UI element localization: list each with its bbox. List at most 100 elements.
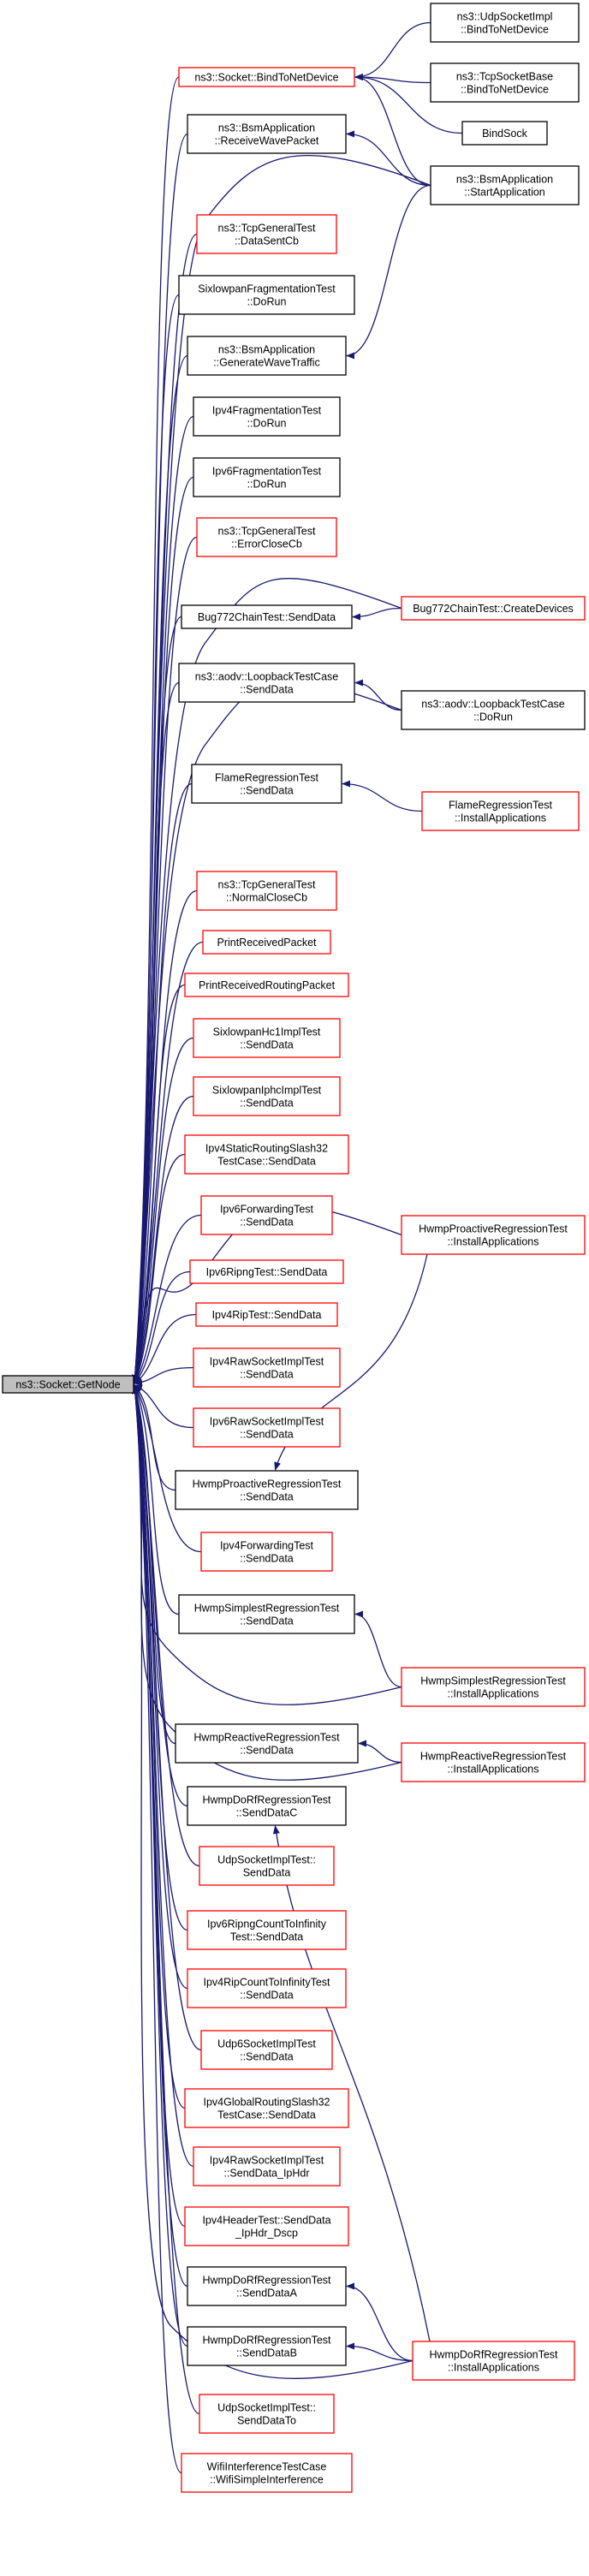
node-label-line: ::InstallApplications — [447, 1764, 538, 1776]
node-label-line: ::DoRun — [247, 418, 287, 430]
node-udp-send-to[interactable]: UdpSocketImplTest::SendDataTo — [199, 2394, 335, 2434]
edge-hwmp_dorf_install-to-hwmp_dorf_c — [272, 1825, 431, 2342]
node-box — [196, 214, 337, 254]
node-bsm-receive[interactable]: ns3::BsmApplication::ReceiveWavePacket — [187, 114, 347, 154]
node-hwmp-simplest-send[interactable]: HwmpSimplestRegressionTest::SendData — [178, 1594, 355, 1634]
node-label-line: ::SendDataB — [236, 2347, 297, 2359]
edge-hwmp_dorf_b-to-root — [131, 1384, 188, 2347]
node-label-line: ::StartApplication — [464, 187, 545, 199]
node-label-line: ::InstallApplications — [448, 2362, 539, 2374]
node-label-line: ns3::TcpSocketBase — [456, 71, 553, 83]
edge-ipv4_rip-to-root — [134, 1313, 197, 1384]
node-box — [184, 2206, 349, 2246]
node-flame-send[interactable]: FlameRegressionTest::SendData — [191, 764, 342, 804]
node-print-routing[interactable]: PrintReceivedRoutingPacket — [184, 973, 349, 997]
edge-bsm_receive-to-root — [131, 133, 188, 1384]
node-box — [401, 690, 586, 730]
node-label-line: ::SendData — [240, 2051, 294, 2063]
node-hwmp-proactive-install[interactable]: HwmpProactiveRegressionTest::InstallAppl… — [401, 1215, 586, 1255]
node-udp-send[interactable]: UdpSocketImplTest::SendData — [199, 1846, 335, 1886]
node-box — [175, 1470, 359, 1510]
node-ipv6-frag[interactable]: Ipv6FragmentationTest::DoRun — [193, 457, 341, 497]
node-ipv4-static-32[interactable]: Ipv4StaticRoutingSlash32TestCase::SendDa… — [184, 1134, 349, 1175]
node-label-line: ns3::BsmApplication — [218, 122, 315, 134]
node-box — [178, 67, 355, 87]
node-hwmp-dorf-c[interactable]: HwmpDoRfRegressionTest::SendDataC — [187, 1786, 347, 1826]
node-bug772-create[interactable]: Bug772ChainTest::CreateDevices — [401, 596, 586, 621]
node-ipv4-header-dscp[interactable]: Ipv4HeaderTest::SendData_IpHdr_Dscp — [184, 2206, 349, 2246]
node-label-line: Ipv4ForwardingTest — [220, 1540, 314, 1552]
node-ipv4-raw-iphdr[interactable]: Ipv4RawSocketImplTest::SendData_IpHdr — [193, 2146, 341, 2186]
edge-hwmp_dorf_install-to-hwmp_dorf_a — [346, 2282, 413, 2362]
node-sixlowpan-iphc[interactable]: SixlowpanIphcImplTest::SendData — [193, 1076, 341, 1116]
node-label-line: ::SendData — [240, 1217, 294, 1229]
node-ipv4-rip-inf[interactable]: Ipv4RipCountToInfinityTest::SendData — [187, 1968, 347, 2008]
node-box — [199, 2394, 335, 2434]
node-label-line: ns3::UdpSocketImpl — [457, 11, 553, 23]
node-hwmp-reactive-install[interactable]: HwmpReactiveRegressionTest::InstallAppli… — [401, 1742, 586, 1782]
node-label-line: ns3::Socket::BindToNetDevice — [194, 72, 338, 84]
node-ipv4-forwarding[interactable]: Ipv4ForwardingTest::SendData — [200, 1532, 333, 1572]
node-bug772-send[interactable]: Bug772ChainTest::SendData — [181, 604, 353, 629]
edge-ipv4_raw-to-root — [134, 1366, 194, 1386]
node-tcp-normal-close[interactable]: ns3::TcpGeneralTest::NormalCloseCb — [196, 871, 337, 911]
node-udp-bind-net[interactable]: ns3::UdpSocketImpl::BindToNetDevice — [430, 3, 580, 43]
edge-aodv_dorun-to-aodv_send — [354, 679, 402, 711]
node-bind-to-net-device[interactable]: ns3::Socket::BindToNetDevice — [178, 67, 355, 87]
node-tcp-data-sent[interactable]: ns3::TcpGeneralTest::DataSentCb — [196, 214, 337, 254]
node-hwmp-dorf-install[interactable]: HwmpDoRfRegressionTest::InstallApplicati… — [412, 2341, 575, 2381]
node-label-line: Udp6SocketImplTest — [217, 2038, 316, 2050]
edge-udp_send_to-to-root — [131, 1384, 200, 2415]
node-hwmp-dorf-a[interactable]: HwmpDoRfRegressionTest::SendDataA — [187, 2266, 347, 2306]
node-box — [193, 1347, 341, 1388]
node-ipv4-rip[interactable]: Ipv4RipTest::SendData — [195, 1302, 338, 1327]
node-ipv4-global-32[interactable]: Ipv4GlobalRoutingSlash32TestCase::SendDa… — [184, 2088, 349, 2128]
node-ipv6-raw[interactable]: Ipv6RawSocketImplTest::SendData — [193, 1407, 341, 1448]
node-ipv6-forwarding[interactable]: Ipv6ForwardingTest::SendData — [200, 1195, 333, 1235]
node-hwmp-dorf-b[interactable]: HwmpDoRfRegressionTest::SendDataB — [187, 2326, 347, 2366]
node-aodv-dorun[interactable]: ns3::aodv::LoopbackTestCase::DoRun — [401, 690, 586, 730]
node-label-line: HwmpDoRfRegressionTest — [202, 1794, 331, 1806]
node-ipv4-frag[interactable]: Ipv4FragmentationTest::DoRun — [193, 396, 341, 437]
node-udp6-send[interactable]: Udp6SocketImplTest::SendData — [200, 2030, 333, 2070]
node-sixlowpan-frag[interactable]: SixlowpanFragmentationTest::DoRun — [178, 275, 355, 315]
node-label-line: SendData — [243, 1867, 291, 1879]
node-box — [187, 1910, 347, 1950]
node-label-line: ::SendDataA — [236, 2287, 298, 2299]
edge-sixlowpan_iphc-to-root — [134, 1095, 194, 1384]
node-tcp-error-close[interactable]: ns3::TcpGeneralTest::ErrorCloseCb — [196, 517, 337, 557]
node-bsm-start[interactable]: ns3::BsmApplication::StartApplication — [430, 165, 580, 205]
node-label-line: ::ErrorCloseCb — [231, 538, 302, 550]
node-label-line: Ipv6RawSocketImplTest — [210, 1416, 324, 1428]
node-box — [196, 517, 337, 557]
node-label-line: Ipv4FragmentationTest — [212, 405, 322, 417]
node-box — [187, 2326, 347, 2366]
node-flame-install[interactable]: FlameRegressionTest::InstallApplications — [421, 791, 580, 831]
node-box — [184, 2088, 349, 2128]
node-box — [193, 1407, 341, 1448]
node-label-line: HwmpReactiveRegressionTest — [420, 1751, 567, 1763]
node-label-line: ns3::BsmApplication — [218, 344, 315, 356]
node-print-packet[interactable]: PrintReceivedPacket — [202, 930, 331, 955]
node-hwmp-reactive-send[interactable]: HwmpReactiveRegressionTest::SendData — [175, 1723, 359, 1764]
node-hwmp-proactive-send[interactable]: HwmpProactiveRegressionTest::SendData — [175, 1470, 359, 1510]
node-label-line: ns3::TcpGeneralTest — [218, 223, 316, 235]
node-ipv6-ripng[interactable]: Ipv6RipngTest::SendData — [189, 1259, 344, 1284]
node-aodv-send[interactable]: ns3::aodv::LoopbackTestCase::SendData — [178, 663, 355, 703]
node-box — [200, 2030, 333, 2070]
node-label-line: UdpSocketImplTest:: — [217, 1854, 316, 1866]
node-wifi-simple[interactable]: WifiInterferenceTestCase::WifiSimpleInte… — [181, 2453, 353, 2493]
node-bsm-generate[interactable]: ns3::BsmApplication::GenerateWaveTraffic — [187, 336, 347, 376]
node-tcp-bind-net[interactable]: ns3::TcpSocketBase::BindToNetDevice — [430, 62, 580, 103]
node-box — [178, 275, 355, 315]
node-label-line: _IpHdr_Dscp — [235, 2228, 298, 2240]
node-hwmp-simplest-install[interactable]: HwmpSimplestRegressionTest::InstallAppli… — [401, 1667, 586, 1707]
node-sixlowpan-hc1[interactable]: SixlowpanHc1ImplTest::SendData — [193, 1018, 341, 1058]
node-ipv4-raw[interactable]: Ipv4RawSocketImplTest::SendData — [193, 1347, 341, 1388]
node-box — [430, 165, 580, 205]
node-box — [178, 663, 355, 703]
edge-bug772_create-to-bug772_send — [352, 607, 402, 621]
node-bind-sock[interactable]: BindSock — [461, 121, 548, 146]
